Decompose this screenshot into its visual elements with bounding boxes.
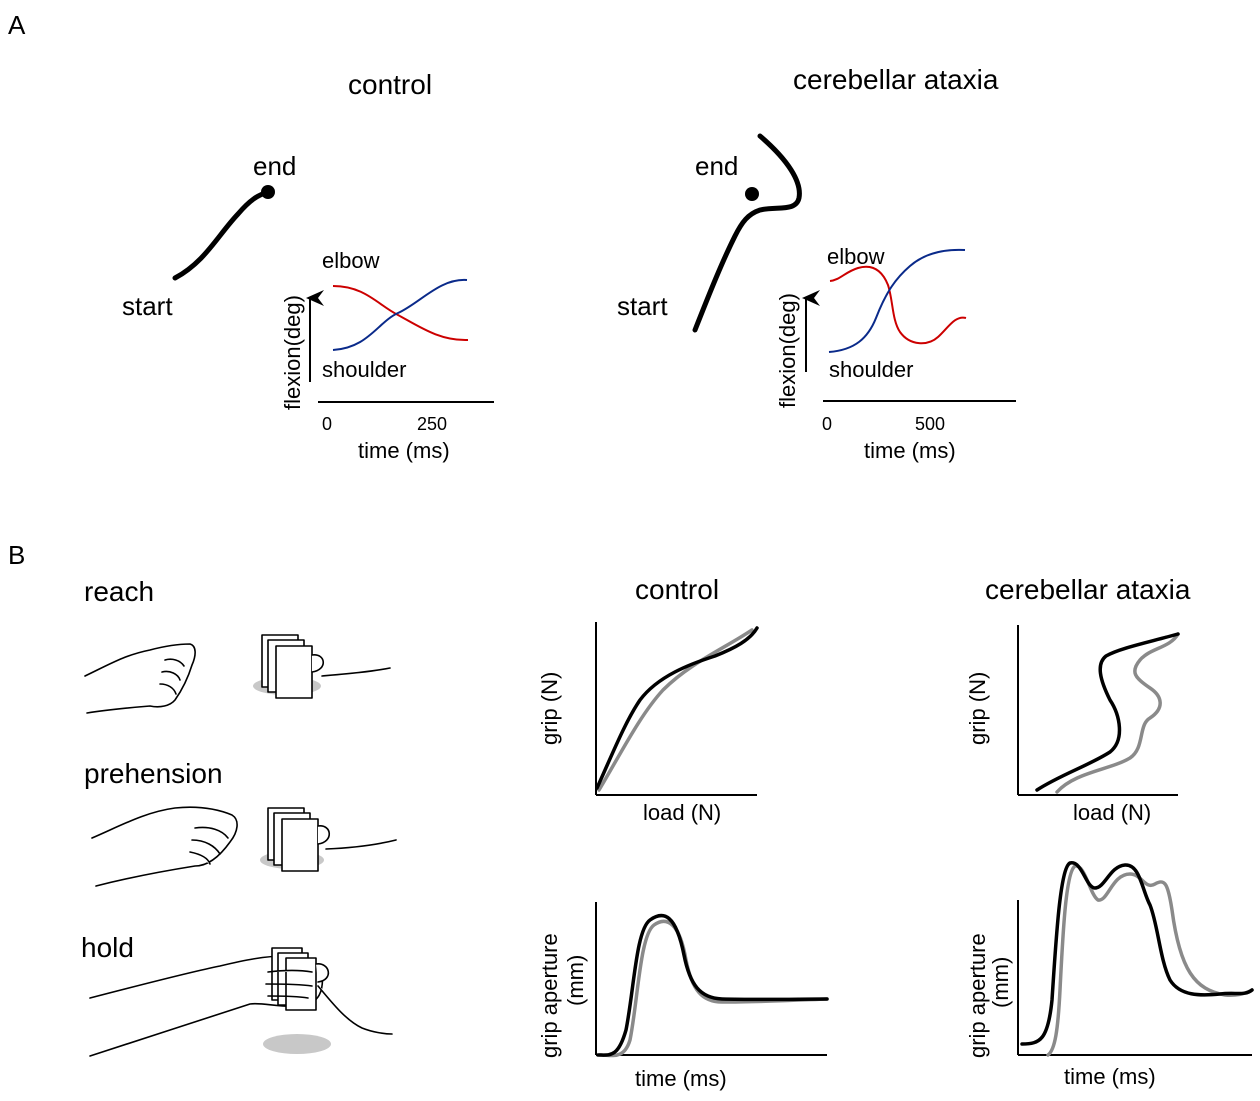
finger-lines [265, 969, 313, 999]
control-title: control [348, 69, 432, 100]
end-label: end [253, 151, 296, 181]
control-grip-load-plot: control grip (N) load (N) [537, 574, 759, 825]
control-aperture-plot: grip aperture (mm) time (ms) [537, 902, 829, 1091]
control-end-point [261, 185, 275, 199]
shoulder-label: shoulder [322, 357, 406, 382]
elbow-curve [332, 285, 469, 342]
flexion-axis-label: flexion(deg) [280, 295, 305, 410]
table-shadow [263, 1034, 331, 1054]
shoulder-label: shoulder [829, 357, 913, 382]
tick-0: 0 [822, 414, 832, 434]
cup-object [267, 807, 331, 872]
time-axis-label: time (ms) [1064, 1064, 1156, 1089]
cup-object [271, 947, 330, 1011]
aperture-axis-label-1: grip aperture [965, 933, 990, 1058]
reach-label: reach [84, 576, 154, 607]
panel-a-control: control end start elbow shoulder flexion… [122, 69, 494, 463]
black-trace [1020, 861, 1254, 1046]
black-trace [1035, 632, 1180, 792]
aperture-axis-label-1: grip aperture [537, 933, 562, 1058]
gray-trace [1046, 864, 1254, 1057]
end-label: end [695, 151, 738, 181]
ataxia-aperture-plot: grip aperture (mm) time (ms) [965, 861, 1254, 1089]
arm-line [321, 667, 391, 677]
flexion-axis-label: flexion(deg) [775, 293, 800, 408]
prehension-label: prehension [84, 758, 223, 789]
ataxia-grip-load-plot: cerebellar ataxia grip (N) load (N) [965, 574, 1191, 825]
grip-axis-label: grip (N) [537, 672, 562, 745]
start-label: start [617, 291, 668, 321]
ataxia-hand-trajectory [692, 133, 802, 333]
shoulder-curve [332, 278, 468, 351]
reaching-hand [84, 643, 196, 714]
gray-trace [597, 628, 754, 792]
gray-trace [1055, 632, 1180, 794]
reaching-hand [91, 806, 238, 887]
black-trace [596, 913, 829, 1057]
time-axis-label: time (ms) [864, 438, 956, 463]
ataxia-title: cerebellar ataxia [793, 64, 999, 95]
load-axis-label: load (N) [1073, 800, 1151, 825]
grip-axis-label: grip (N) [965, 672, 990, 745]
panel-a-ataxia: cerebellar ataxia end start elbow should… [617, 64, 1016, 463]
tick-500: 500 [915, 414, 945, 434]
hold-illustration [89, 947, 393, 1057]
ataxia-b-title: cerebellar ataxia [985, 574, 1191, 605]
start-label: start [122, 291, 173, 321]
shoulder-curve [828, 248, 966, 353]
control-b-title: control [635, 574, 719, 605]
tick-250: 250 [417, 414, 447, 434]
time-axis-label: time (ms) [635, 1066, 727, 1091]
cup-object [261, 634, 325, 699]
elbow-curve [829, 265, 967, 345]
reach-illustration [84, 634, 391, 714]
finger-lines [159, 658, 185, 695]
arm-line [325, 839, 397, 850]
aperture-axis-label-2: (mm) [988, 957, 1013, 1008]
panel-b-label: B [8, 540, 25, 570]
aperture-axis-label-2: (mm) [563, 955, 588, 1006]
elbow-label: elbow [322, 248, 380, 273]
prehension-illustration [91, 806, 397, 887]
finger-lines [189, 826, 229, 865]
load-axis-label: load (N) [643, 800, 721, 825]
ataxia-end-point [745, 187, 759, 201]
control-hand-trajectory [172, 189, 271, 281]
hold-label: hold [81, 932, 134, 963]
tick-0: 0 [322, 414, 332, 434]
panel-a-label: A [8, 10, 26, 40]
time-axis-label: time (ms) [358, 438, 450, 463]
arm-line [317, 985, 393, 1035]
elbow-label: elbow [827, 244, 885, 269]
black-trace [595, 626, 759, 790]
